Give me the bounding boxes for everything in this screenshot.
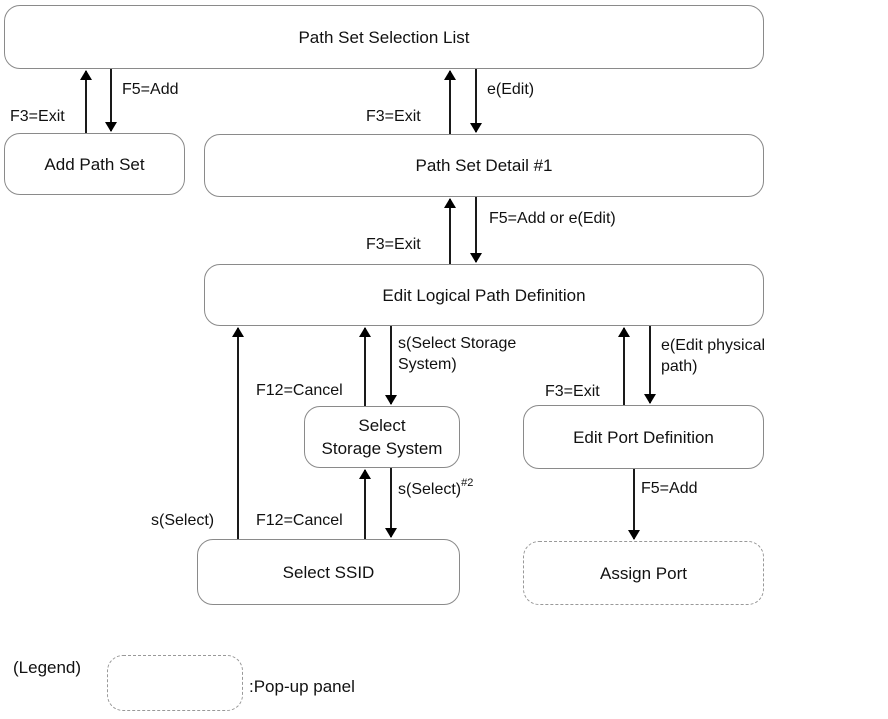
path-set-detail-box: Path Set Detail #1: [204, 134, 764, 197]
add-path-set-box: Add Path Set: [4, 133, 185, 195]
select-ssid-box: Select SSID: [197, 539, 460, 605]
label-add-f5: F5=Add: [122, 81, 179, 98]
label-storage-cancel: F12=Cancel: [256, 382, 343, 399]
select-storage-system-label-line1: Select: [358, 416, 406, 435]
select-ssid-label: Select SSID: [282, 562, 375, 582]
label-select-storage: s(Select Storage System): [398, 333, 516, 375]
label-add-exit: F3=Exit: [10, 108, 65, 125]
label-ssid-select-from-storage: s(Select)#2: [398, 476, 474, 500]
legend-popup-label: :Pop-up panel: [249, 677, 355, 696]
label-ssid-cancel: F12=Cancel: [256, 512, 343, 529]
edit-port-definition-box: Edit Port Definition: [523, 405, 764, 469]
assign-port-popup-box: Assign Port: [523, 541, 764, 605]
select-storage-system-box: Select Storage System: [304, 406, 460, 468]
path-set-selection-list-label: Path Set Selection List: [298, 27, 470, 47]
select-storage-system-label-line2: Storage System: [321, 439, 443, 458]
label-detail-edit: e(Edit): [487, 81, 535, 98]
edit-logical-path-definition-box: Edit Logical Path Definition: [204, 264, 764, 326]
edit-port-definition-label: Edit Port Definition: [573, 427, 714, 447]
legend-popup-sample-box: [107, 655, 243, 711]
label-logical-exit: F3=Exit: [366, 236, 421, 253]
path-set-selection-list-box: Path Set Selection List: [4, 5, 764, 69]
label-assign-add: F5=Add: [641, 480, 698, 497]
path-set-detail-label: Path Set Detail #1: [415, 156, 553, 175]
label-edit-physical-line1: e(Edit physical: [661, 337, 766, 354]
edit-logical-path-definition-label: Edit Logical Path Definition: [382, 285, 586, 305]
label-select-storage-line2: System): [398, 356, 457, 373]
label-ssid-select-main: s(Select): [151, 512, 215, 529]
label-port-exit: F3=Exit: [545, 383, 600, 400]
assign-port-label: Assign Port: [600, 563, 687, 583]
add-path-set-label: Add Path Set: [44, 154, 145, 174]
label-logical-add-edit: F5=Add or e(Edit): [489, 210, 616, 227]
label-edit-physical-line2: path): [661, 358, 698, 375]
label-detail-exit: F3=Exit: [366, 108, 421, 125]
label-ssid-select-text: s(Select): [398, 481, 462, 498]
note-marker-2: #2: [461, 476, 474, 489]
legend-title: (Legend): [13, 658, 82, 677]
label-select-storage-line1: s(Select Storage: [398, 335, 517, 352]
label-edit-physical: e(Edit physical path): [661, 335, 765, 377]
